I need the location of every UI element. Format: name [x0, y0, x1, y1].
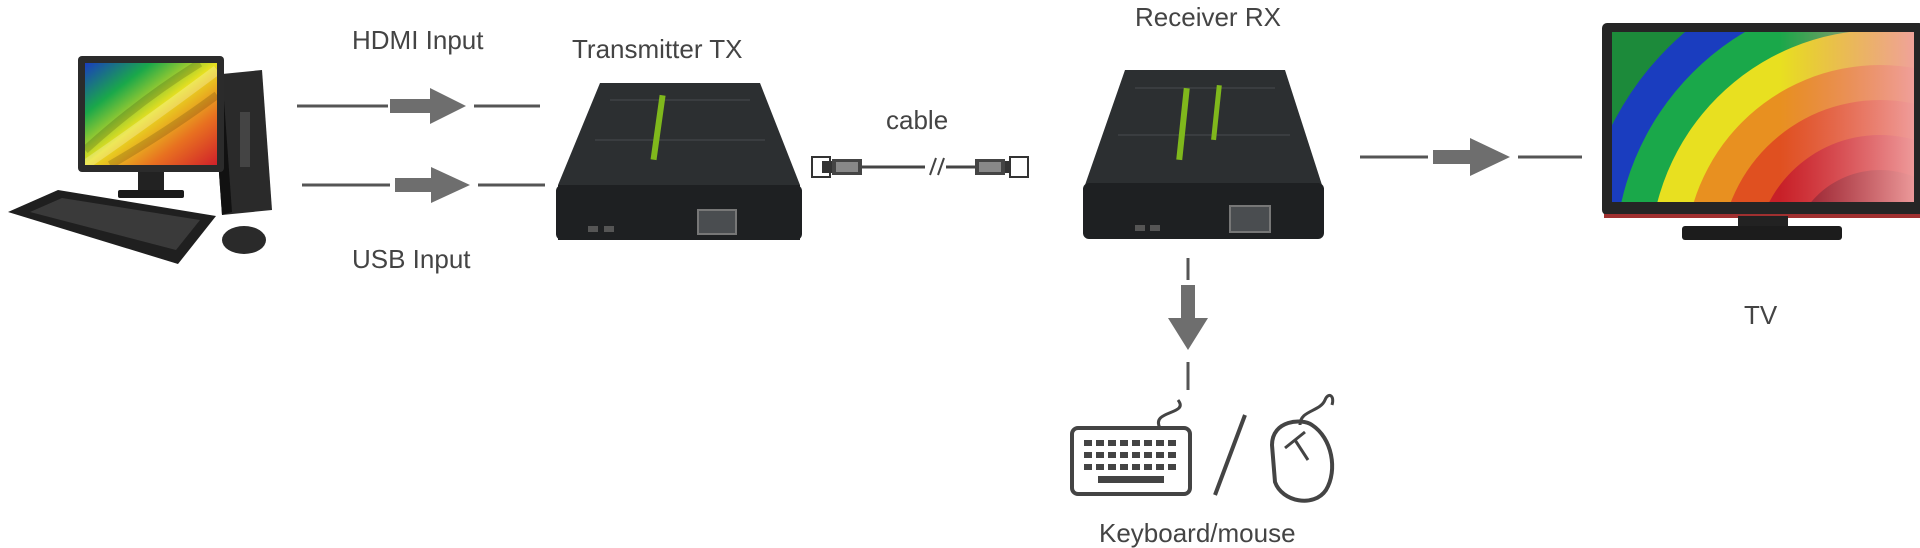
- transmitter-label: Transmitter TX: [572, 34, 743, 64]
- keyboard-mouse-arrow: [1168, 258, 1208, 390]
- hdmi-input-arrow: [297, 88, 540, 124]
- pc-monitor: [78, 56, 224, 198]
- usb-input-label: USB Input: [352, 244, 471, 274]
- hdmi-input-label: HDMI Input: [352, 25, 484, 55]
- tx-rj45-port: [697, 209, 737, 235]
- rx-rj45-port: [1229, 205, 1271, 233]
- transmitter-device: [556, 83, 802, 240]
- network-cable: [811, 156, 1029, 178]
- cable-label: cable: [886, 105, 949, 135]
- pc-keyboard: [8, 190, 216, 264]
- mouse-icon: [1269, 393, 1335, 503]
- keyboard-mouse-label: Keyboard/mouse: [1099, 518, 1296, 548]
- receiver-device: [1083, 70, 1324, 239]
- pc-mouse: [222, 226, 266, 254]
- usb-input-arrow: [302, 167, 545, 203]
- desktop-computer: [8, 56, 272, 264]
- separator-slash: [1213, 414, 1247, 496]
- tv-label: TV: [1744, 300, 1778, 330]
- receiver-label: Receiver RX: [1135, 2, 1281, 32]
- tv-display: [1602, 23, 1920, 240]
- tv-output-arrow: [1360, 138, 1582, 176]
- cable-plug-right: [975, 156, 1029, 178]
- cable-plug-left: [811, 156, 862, 178]
- keyboard-icon: [1070, 399, 1192, 496]
